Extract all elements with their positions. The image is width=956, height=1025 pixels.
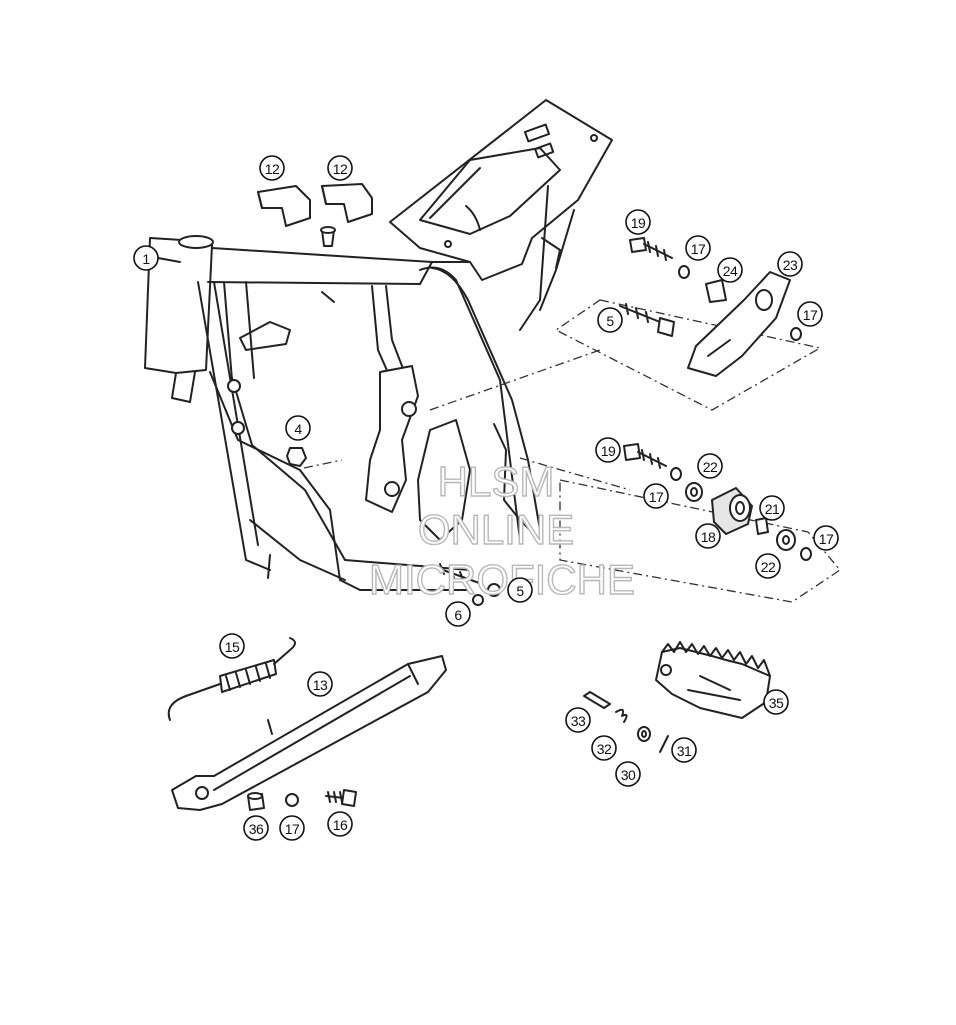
- callout-label: 17: [803, 307, 818, 323]
- callout-label: 18: [701, 529, 716, 545]
- callout-16: 16: [327, 811, 353, 837]
- callout-label: 31: [677, 743, 692, 759]
- callout-label: 32: [597, 741, 612, 757]
- main-frame: [144, 99, 631, 606]
- callout-23: 23: [777, 251, 803, 277]
- callout-22-b: 22: [755, 553, 781, 579]
- callout-5-upper: 5: [597, 307, 623, 333]
- watermark: HLSM ONLINE MICROFICHE: [368, 457, 635, 603]
- callout-18: 18: [695, 523, 721, 549]
- callout-4: 4: [285, 415, 311, 441]
- callout-21: 21: [759, 495, 785, 521]
- callout-13: 13: [307, 671, 333, 697]
- watermark-line3: MICROFICHE: [369, 556, 635, 603]
- callout-label: 33: [571, 713, 586, 729]
- callout-17-d: 17: [813, 525, 839, 551]
- callout-label: 12: [265, 161, 280, 177]
- callout-30: 30: [615, 761, 641, 787]
- callout-label: 15: [225, 639, 240, 655]
- callout-6: 6: [445, 601, 471, 627]
- callout-17-c: 17: [643, 483, 669, 509]
- callout-label: 23: [783, 257, 798, 273]
- callout-label: 12: [333, 161, 348, 177]
- callout-label: 5: [516, 583, 524, 599]
- roller-group: [559, 443, 841, 603]
- callout-5-lower: 5: [507, 577, 533, 603]
- callout-label: 21: [765, 501, 780, 517]
- watermark-line1: HLSM: [438, 458, 555, 505]
- callout-label: 17: [649, 489, 664, 505]
- callout-label: 1: [142, 251, 150, 267]
- callout-36: 36: [243, 815, 269, 841]
- callout-19-upper: 19: [625, 209, 651, 235]
- callout-label: 30: [621, 767, 636, 783]
- callout-label: 19: [601, 443, 616, 459]
- callout-33: 33: [565, 707, 591, 733]
- callout-22-a: 22: [697, 453, 723, 479]
- footpeg-group: [583, 641, 771, 753]
- callout-31: 31: [671, 737, 697, 763]
- watermark-line2: ONLINE: [418, 506, 574, 553]
- callout-label: 4: [294, 421, 302, 437]
- callout-label: 5: [606, 313, 614, 329]
- callout-1: 1: [133, 245, 181, 271]
- footrest-bracket-group: [554, 237, 822, 411]
- callout-label: 22: [761, 559, 776, 575]
- callout-label: 6: [454, 607, 462, 623]
- callout-35: 35: [763, 689, 789, 715]
- callout-15: 15: [219, 633, 245, 659]
- callout-label: 17: [819, 531, 834, 547]
- callout-label: 16: [333, 817, 348, 833]
- callout-32: 32: [591, 735, 617, 761]
- callout-label: 19: [631, 215, 646, 231]
- callout-label: 22: [703, 459, 718, 475]
- callout-label: 17: [285, 821, 300, 837]
- callout-12-left: 12: [259, 155, 285, 181]
- callout-17-b: 17: [797, 301, 823, 327]
- callout-17-e: 17: [279, 815, 305, 841]
- callout-17-a: 17: [685, 235, 711, 261]
- callouts: 1 12 12 4 5 5 6 19: [133, 155, 839, 841]
- callout-19-lower: 19: [595, 437, 621, 463]
- callout-12-right: 12: [327, 155, 353, 181]
- seat-bumpers: [257, 183, 373, 227]
- callout-label: 35: [769, 695, 784, 711]
- callout-label: 17: [691, 241, 706, 257]
- callout-24: 24: [717, 257, 743, 283]
- callout-label: 36: [249, 821, 264, 837]
- sidestand-group: [167, 637, 447, 811]
- callout-label: 24: [723, 263, 738, 279]
- callout-label: 13: [313, 677, 328, 693]
